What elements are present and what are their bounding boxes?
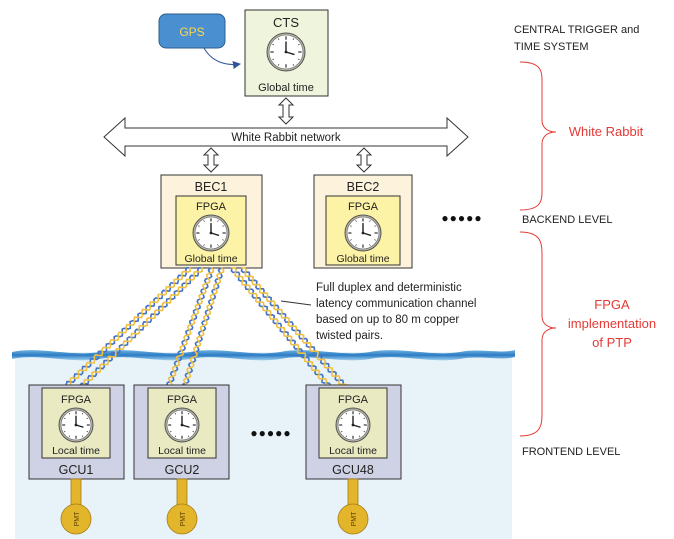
clock-icon <box>192 214 230 252</box>
cable-to-gcu48 <box>230 267 332 390</box>
gcu1-name: GCU1 <box>59 463 94 477</box>
backend-ellipsis: ●●●●● <box>441 211 482 225</box>
bec1-fpga-label: FPGA <box>196 201 227 213</box>
cts-network-link-icon <box>277 97 295 125</box>
cable-annotation: Full duplex and deterministic latency co… <box>280 282 476 342</box>
cts-box: CTS Global time <box>244 9 329 97</box>
cts-clock-label: Global time <box>258 82 314 94</box>
bec2-box: BEC2 FPGA Global time <box>313 174 413 269</box>
bec2-fpga-label: FPGA <box>348 201 379 213</box>
gcu48-name: GCU48 <box>332 463 374 477</box>
network-bec1-link-icon <box>202 147 220 173</box>
fpga-ptp-label-line1: FPGA <box>594 297 630 312</box>
annotation-pointer <box>280 300 312 306</box>
gcu48-box: FPGA Local time GCU48 <box>305 384 402 480</box>
clock-icon <box>266 32 306 72</box>
twisted-pair-cables <box>61 266 348 391</box>
water-surface-wave <box>12 350 515 361</box>
gcu2-fpga-label: FPGA <box>167 394 198 406</box>
fpga-ptp-label-line2: implementation <box>568 316 656 331</box>
clock-icon <box>335 407 371 443</box>
white-rabbit-network: White Rabbit network <box>103 116 469 158</box>
cable-to-gcu1 <box>78 266 204 390</box>
gps-to-cts-arrow <box>203 47 241 69</box>
frontend-ellipsis: ●●●●● <box>250 426 291 440</box>
gps-label: GPS <box>179 25 204 39</box>
bec2-name: BEC2 <box>347 180 380 194</box>
clock-icon <box>344 214 382 252</box>
white-rabbit-brace <box>519 61 557 211</box>
central-level-label-line2: TIME SYSTEM <box>514 41 589 53</box>
fpga-ptp-label-line3: of PTP <box>592 335 632 350</box>
fpga-ptp-brace <box>519 231 557 437</box>
network-label: White Rabbit network <box>231 132 341 144</box>
annotation-line-4: twisted pairs. <box>316 330 383 342</box>
pmt-gcu1: PMT <box>60 478 92 535</box>
cable-to-gcu2 <box>165 267 215 390</box>
network-bec2-link-icon <box>355 147 373 173</box>
gcu2-name: GCU2 <box>165 463 200 477</box>
clock-icon <box>58 407 94 443</box>
gcu48-clock-label: Local time <box>329 445 377 457</box>
bec1-box: BEC1 FPGA Global time <box>160 174 263 269</box>
cts-title: CTS <box>273 15 299 30</box>
pmt-gcu48: PMT <box>337 478 369 535</box>
central-level-label-line1: CENTRAL TRIGGER and <box>514 24 639 36</box>
bec1-clock-label: Global time <box>184 253 237 265</box>
annotation-line-2: latency communication channel <box>316 298 476 310</box>
pmt-label: PMT <box>74 511 81 527</box>
pmt-label: PMT <box>351 511 358 527</box>
pmt-gcu2: PMT <box>166 478 198 535</box>
gps-box: GPS <box>158 13 226 49</box>
bec2-clock-label: Global time <box>336 253 389 265</box>
cable-to-gcu48 <box>240 267 348 390</box>
gcu2-box: FPGA Local time GCU2 <box>133 384 230 480</box>
backend-level-label: BACKEND LEVEL <box>522 214 612 226</box>
gcu2-clock-label: Local time <box>158 445 206 457</box>
white-rabbit-label: White Rabbit <box>569 124 644 139</box>
annotation-line-3: based on up to 80 m copper <box>316 314 459 326</box>
cable-to-gcu1 <box>61 266 191 391</box>
bec1-name: BEC1 <box>195 180 228 194</box>
annotation-line-1: Full duplex and deterministic <box>316 282 462 294</box>
cable-to-gcu2 <box>181 267 225 390</box>
gcu1-clock-label: Local time <box>52 445 100 457</box>
gcu48-fpga-label: FPGA <box>338 394 369 406</box>
clock-icon <box>164 407 200 443</box>
gcu1-box: FPGA Local time GCU1 <box>28 384 125 480</box>
pmt-label: PMT <box>180 511 187 527</box>
frontend-level-label: FRONTEND LEVEL <box>522 446 620 458</box>
gcu1-fpga-label: FPGA <box>61 394 92 406</box>
